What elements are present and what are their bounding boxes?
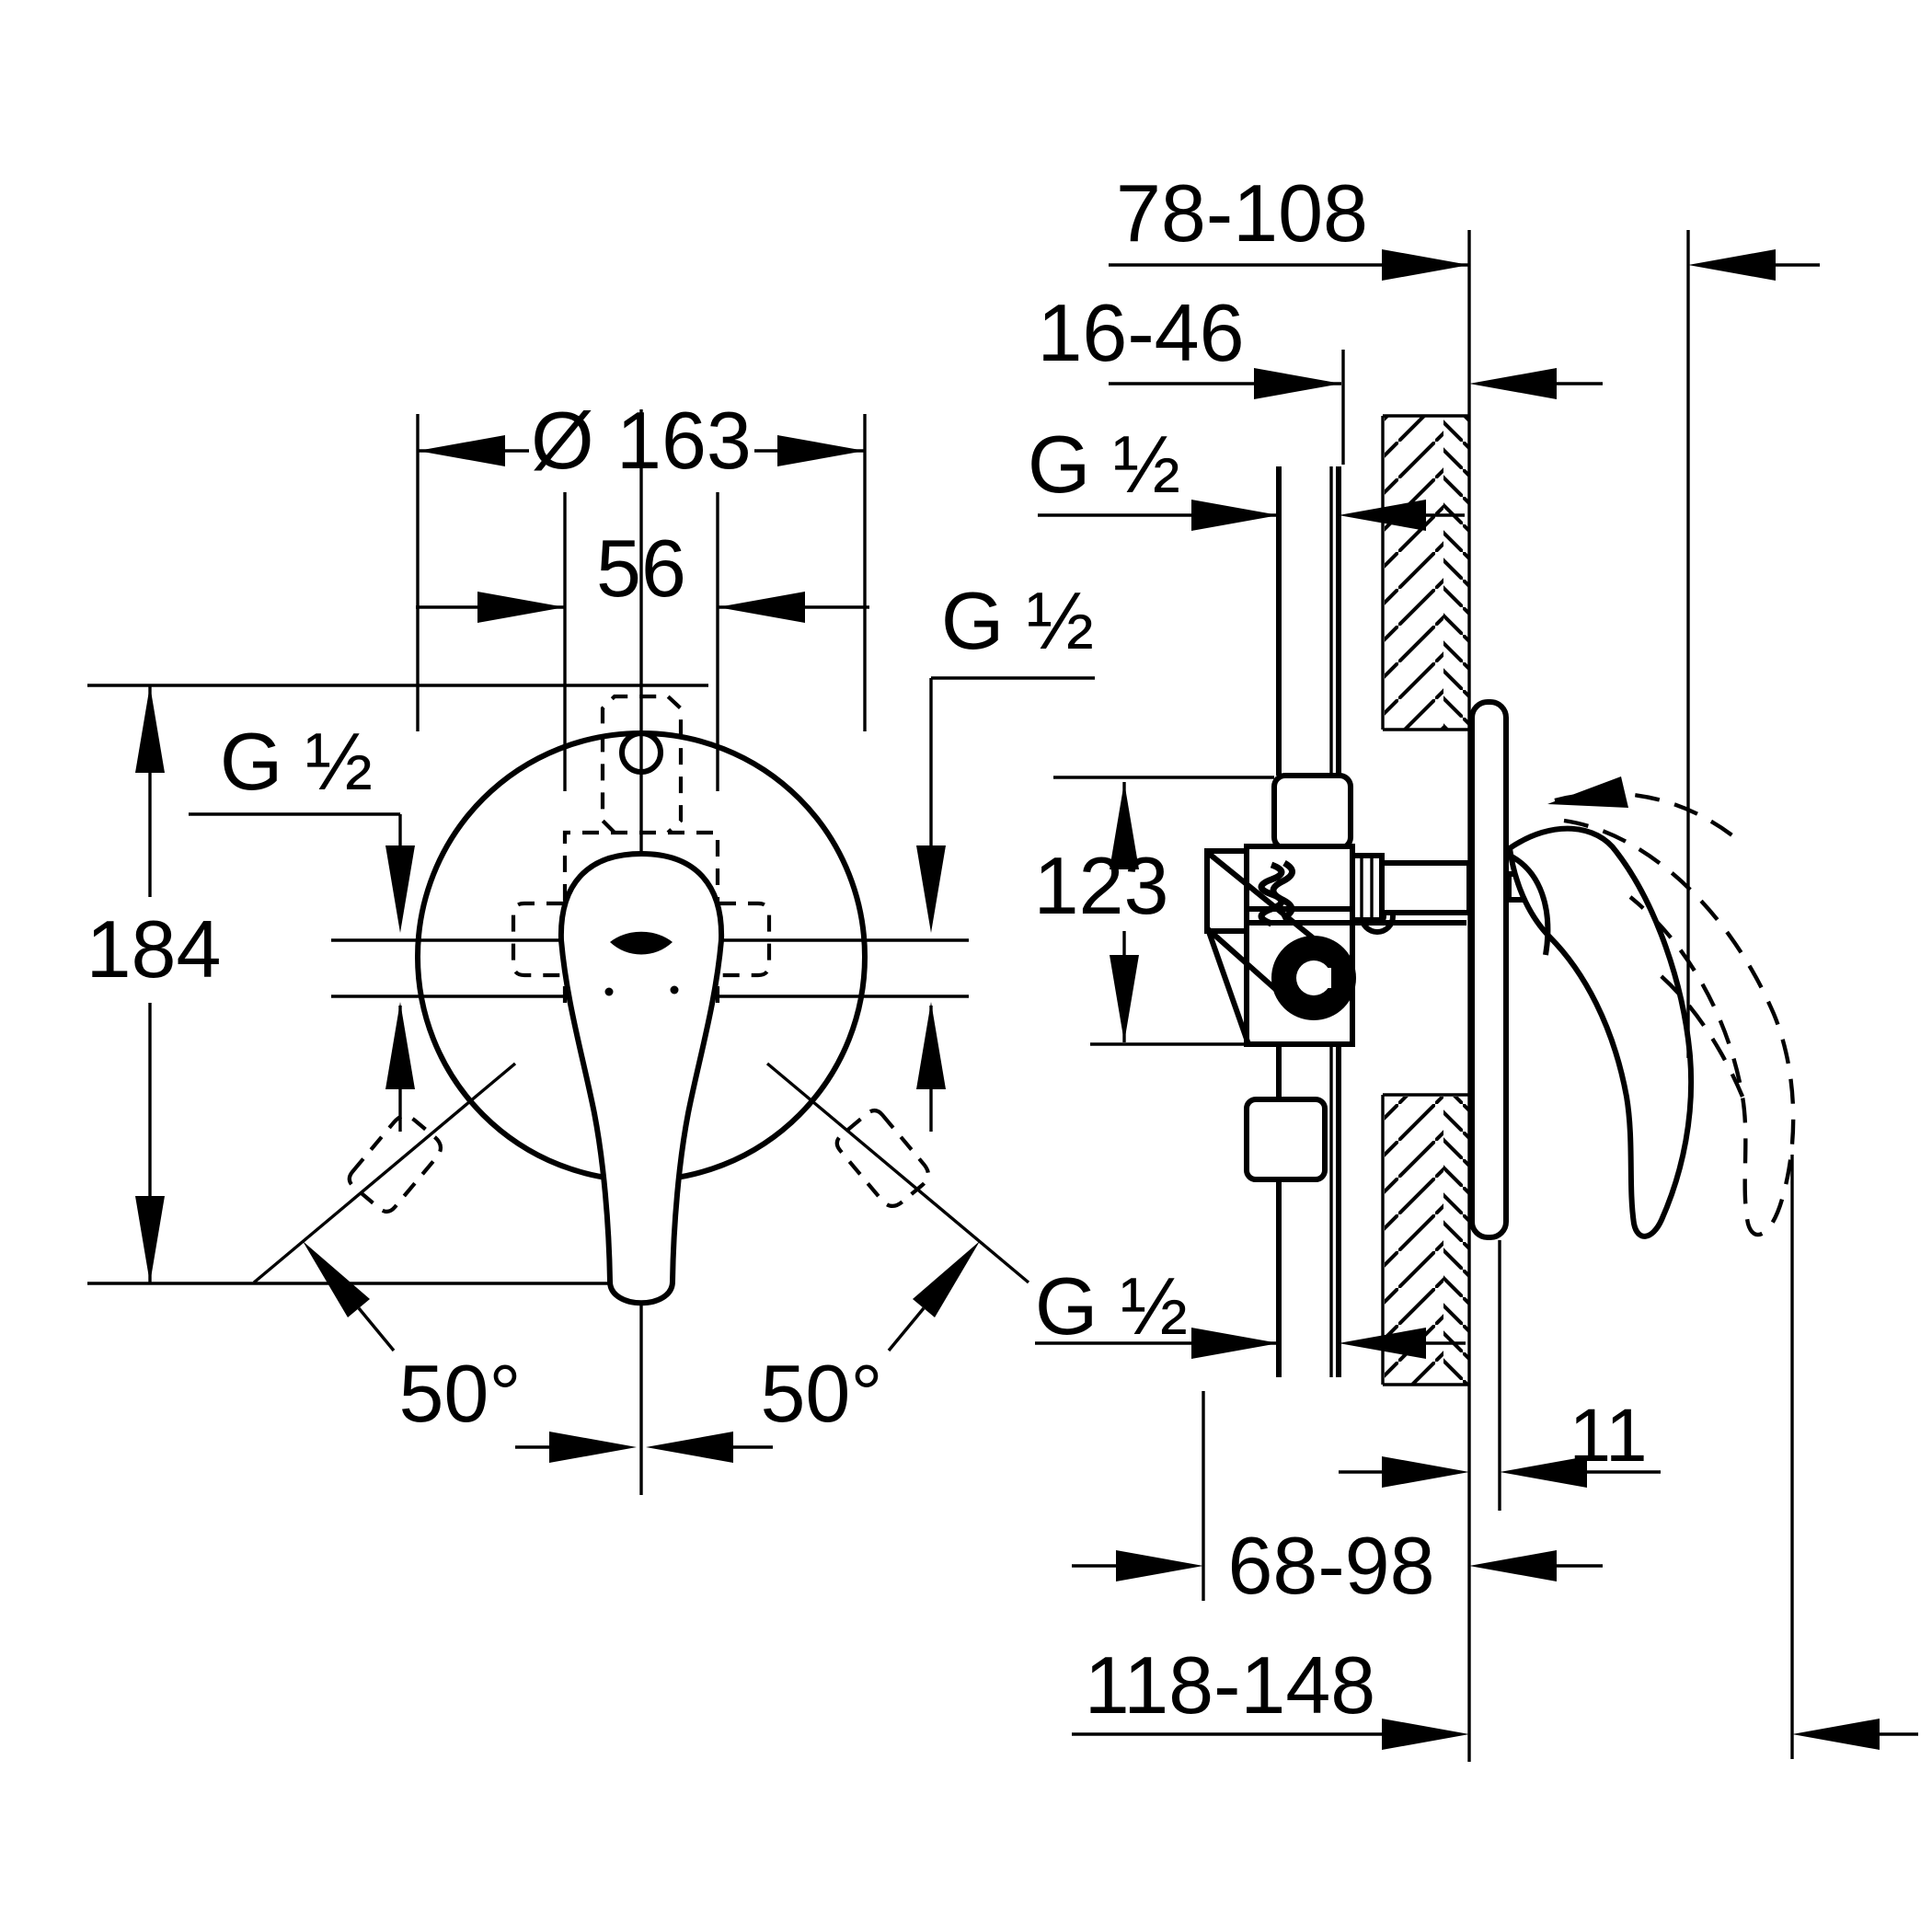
height-label: 184 [86, 903, 222, 995]
swivel-right-label: 50° [760, 1348, 882, 1439]
dim-depth-16-46: 16-46 [1037, 287, 1603, 399]
inlet-left-callout: G ½ [189, 716, 415, 933]
top-connection-label: G ½ [1028, 419, 1180, 510]
front-view: 184 Ø 163 56 G ½ [86, 395, 1095, 1495]
dim-body-height-123: 123 [1034, 776, 1279, 1046]
pipe-fitting [1271, 773, 1353, 851]
diameter-label: Ø 163 [531, 395, 752, 486]
handle-logo-mark [610, 931, 673, 955]
dim-cartridge-width-56: 56 [416, 492, 869, 791]
lever-handle-side [1504, 825, 1695, 1239]
port-spacing-arrows [385, 1002, 946, 1132]
lever-handle-dashed [1547, 776, 1796, 1237]
dim-clearance-78-108: 78-108 [1109, 167, 1820, 1058]
total-depth-label: 118-148 [1085, 1639, 1375, 1731]
handle-clearance-label: 78-108 [1116, 167, 1368, 259]
inlet-left-label: G ½ [220, 716, 373, 807]
bottom-connection-label: G ½ [1035, 1260, 1188, 1351]
dim-top-connection: G ½ [1028, 419, 1465, 531]
mounting-depth-label: 16-46 [1037, 287, 1244, 378]
dim-bottom-connection: G ½ [1035, 1260, 1466, 1359]
cartridge-width-label: 56 [596, 523, 686, 614]
dim-diameter-163: Ø 163 [416, 395, 867, 731]
dim-rosette-11: 11 [1339, 1240, 1661, 1511]
body-depth-label: 68-98 [1227, 1520, 1434, 1611]
swivel-angle-lines: 50° 50° [252, 1062, 1030, 1463]
supply-pipe [1244, 350, 1345, 1377]
wall-section [1381, 230, 1471, 1762]
dim-height-184: 184 [86, 685, 222, 1283]
cartridge-screw-circle [619, 730, 663, 775]
dim-body-depth-68-98: 68-98 [1072, 1391, 1603, 1611]
lever-handle-front [558, 850, 725, 1306]
side-view: 123 78-108 16-46 G ½ [1028, 167, 1918, 1762]
dim-total-depth-118-148: 118-148 [1072, 1155, 1918, 1759]
body-height-label: 123 [1034, 840, 1169, 931]
swivel-left-label: 50° [398, 1348, 521, 1439]
valve-body [1204, 844, 1472, 1047]
rosette-profile [1469, 699, 1509, 1240]
inlet-right-label: G ½ [941, 575, 1094, 666]
inlet-right-callout: G ½ [916, 575, 1095, 933]
